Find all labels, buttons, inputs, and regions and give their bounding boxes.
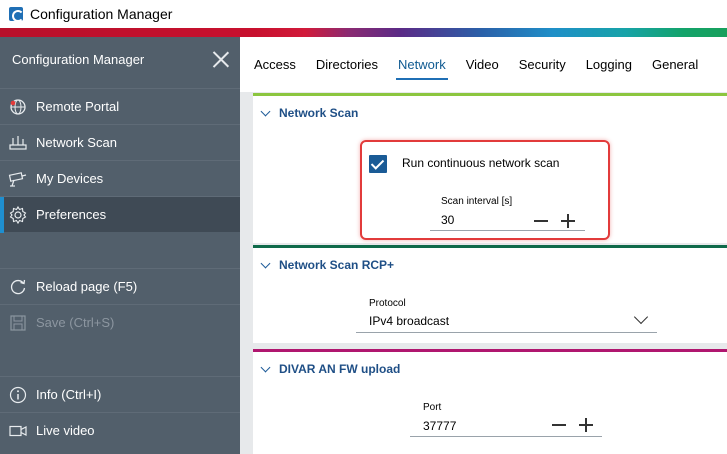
- save-icon: [7, 312, 29, 334]
- tab-video[interactable]: Video: [465, 57, 499, 72]
- sidebar-header: Configuration Manager: [0, 37, 240, 81]
- port-input[interactable]: [423, 418, 513, 434]
- window-title: Configuration Manager: [30, 6, 173, 22]
- sidebar-item-info[interactable]: Info (Ctrl+I): [0, 376, 240, 412]
- brand-color-bar: [0, 28, 727, 37]
- chevron-down-icon[interactable]: [634, 312, 648, 326]
- close-icon[interactable]: [212, 50, 230, 68]
- network-scan-rcp-panel: Network Scan RCP+ Protocol IPv4 broadcas…: [253, 245, 727, 343]
- tab-directories[interactable]: Directories: [315, 57, 379, 72]
- chevron-down-icon[interactable]: [259, 362, 273, 376]
- highlight-box: [360, 140, 610, 240]
- divar-upload-panel: DIVAR AN FW upload Port: [253, 349, 727, 454]
- chevron-down-icon[interactable]: [259, 258, 273, 272]
- tab-general[interactable]: General: [651, 57, 699, 72]
- gear-icon: [7, 204, 29, 226]
- sidebar-item-reload[interactable]: Reload page (F5): [0, 268, 240, 304]
- sidebar: Configuration Manager Remote Portal Netw…: [0, 37, 240, 454]
- minus-icon[interactable]: [552, 418, 566, 432]
- plus-icon[interactable]: [561, 214, 575, 228]
- port-underline: [410, 436, 602, 437]
- minus-icon[interactable]: [534, 214, 548, 228]
- section-title: DIVAR AN FW upload: [279, 362, 401, 376]
- sidebar-item-network-scan[interactable]: Network Scan: [0, 124, 240, 160]
- sidebar-item-label: Preferences: [36, 207, 107, 222]
- chevron-down-icon[interactable]: [259, 106, 273, 120]
- sidebar-title: Configuration Manager: [12, 51, 145, 67]
- protocol-select[interactable]: IPv4 broadcast: [369, 314, 450, 328]
- network-icon: [7, 132, 29, 154]
- section-title: Network Scan: [279, 106, 359, 120]
- sidebar-item-save[interactable]: Save (Ctrl+S): [0, 304, 240, 340]
- tab-network[interactable]: Network: [388, 37, 456, 92]
- plus-icon[interactable]: [579, 418, 593, 432]
- sidebar-item-label: Save (Ctrl+S): [36, 315, 115, 330]
- sidebar-item-label: Reload page (F5): [36, 279, 138, 294]
- info-icon: [7, 384, 29, 406]
- main-content: Access Directories Network Video Securit…: [240, 37, 727, 454]
- tab-bar: Access Directories Network Video Securit…: [240, 37, 727, 92]
- network-scan-rcp-header[interactable]: Network Scan RCP+: [253, 248, 727, 282]
- continuous-scan-checkbox[interactable]: [369, 155, 387, 173]
- sidebar-item-live-video[interactable]: Live video: [0, 412, 240, 448]
- tab-security[interactable]: Security: [518, 57, 566, 72]
- video-icon: [7, 420, 29, 442]
- scan-interval-underline: [430, 230, 585, 231]
- network-scan-header[interactable]: Network Scan: [253, 96, 727, 130]
- tab-logging[interactable]: Logging: [585, 57, 632, 72]
- continuous-scan-label: Run continuous network scan: [402, 156, 560, 170]
- app-logo-icon: [9, 7, 24, 22]
- scan-interval-label: Scan interval [s]: [441, 196, 513, 207]
- window-titlebar: Configuration Manager: [0, 0, 727, 28]
- tab-access[interactable]: Access: [254, 57, 296, 72]
- globe-icon: [7, 96, 29, 118]
- scan-interval-input[interactable]: [441, 212, 521, 228]
- protocol-underline: [356, 332, 657, 333]
- network-scan-panel: Network Scan Run continuous network scan…: [253, 93, 727, 243]
- sidebar-item-label: Live video: [36, 423, 95, 438]
- divar-upload-header[interactable]: DIVAR AN FW upload: [253, 352, 727, 386]
- sidebar-item-label: My Devices: [36, 171, 104, 186]
- protocol-label: Protocol: [369, 298, 406, 309]
- sidebar-item-preferences[interactable]: Preferences: [0, 196, 240, 233]
- sidebar-item-label: Network Scan: [36, 135, 117, 150]
- port-label: Port: [423, 402, 442, 413]
- sidebar-item-my-devices[interactable]: My Devices: [0, 160, 240, 196]
- sidebar-item-label: Remote Portal: [36, 99, 120, 114]
- reload-icon: [7, 276, 29, 298]
- sidebar-item-remote-portal[interactable]: Remote Portal: [0, 88, 240, 124]
- section-title: Network Scan RCP+: [279, 258, 395, 272]
- sidebar-item-label: Info (Ctrl+I): [36, 387, 102, 402]
- camera-icon: [7, 168, 29, 190]
